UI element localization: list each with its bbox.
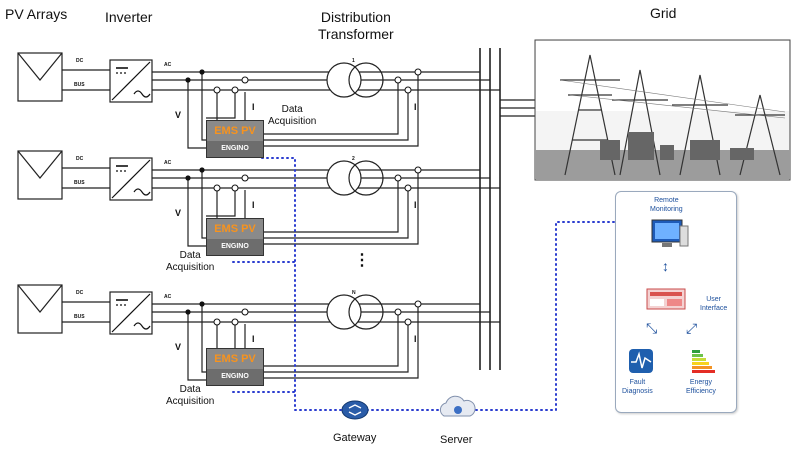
row-1-wiring bbox=[17, 52, 500, 149]
grid-substation-image bbox=[534, 39, 791, 181]
energy-efficiency-label: Energy Efficiency bbox=[686, 379, 716, 395]
up-down-arrow-icon: ↕ bbox=[662, 258, 669, 274]
grid-heading: Grid bbox=[650, 5, 677, 21]
bus-label: BUS bbox=[74, 82, 85, 88]
more-rows-ellipsis: ⋮ bbox=[354, 252, 370, 269]
voltage-label: V bbox=[175, 208, 182, 218]
transformer-number: 1 bbox=[352, 58, 355, 64]
transformer-number: 2 bbox=[352, 156, 355, 162]
current-label: I bbox=[414, 200, 417, 210]
fault-diagnosis-label: Fault Diagnosis bbox=[622, 379, 653, 395]
remote-monitoring-panel: Remote Monitoring ↕ User Interface ⤡ ⤢ F… bbox=[615, 191, 737, 413]
ems-pv-title: EMS PV bbox=[214, 125, 256, 137]
ems-brand: ENGINO bbox=[207, 239, 263, 255]
server-label: Server bbox=[440, 434, 473, 446]
energy-efficiency-icon bbox=[692, 350, 715, 373]
ems-brand: ENGINO bbox=[207, 369, 263, 385]
ems-pv-unit-2: EMS PV ENGINO bbox=[206, 218, 264, 256]
current-label: I bbox=[252, 102, 255, 112]
voltage-label: V bbox=[175, 110, 182, 120]
ems-pv-title: EMS PV bbox=[214, 223, 256, 235]
ac-label: AC bbox=[164, 62, 172, 68]
remote-monitoring-label: Remote Monitoring bbox=[650, 197, 683, 213]
ac-label: AC bbox=[164, 294, 172, 300]
ac-label: AC bbox=[164, 160, 172, 166]
inverter-heading: Inverter bbox=[105, 9, 153, 25]
current-label: I bbox=[414, 334, 417, 344]
current-label: I bbox=[252, 200, 255, 210]
user-interface-screen-icon bbox=[646, 288, 686, 310]
transformer-number: N bbox=[352, 290, 356, 296]
data-acquisition-label: Data Acquisition bbox=[268, 104, 317, 127]
pv-arrays-heading: PV Arrays bbox=[5, 6, 68, 22]
gateway-label: Gateway bbox=[333, 432, 377, 444]
server-cloud-icon bbox=[439, 395, 476, 417]
bus-label: BUS bbox=[74, 314, 85, 320]
voltage-label: V bbox=[175, 342, 182, 352]
current-label: I bbox=[252, 334, 255, 344]
ems-pv-title: EMS PV bbox=[214, 353, 256, 365]
dc-label: DC bbox=[76, 156, 84, 162]
dc-label: DC bbox=[76, 58, 84, 64]
computer-monitor-icon bbox=[651, 219, 689, 247]
diagonal-arrow-right-icon: ⤢ bbox=[686, 320, 698, 336]
ems-pv-unit-3: EMS PV ENGINO bbox=[206, 348, 264, 386]
gateway-router-icon bbox=[341, 400, 369, 420]
diagonal-arrow-left-icon: ⤡ bbox=[646, 320, 658, 336]
dc-label: DC bbox=[76, 290, 84, 296]
data-acquisition-label: Data Acquisition bbox=[166, 250, 215, 273]
bus-label: BUS bbox=[74, 180, 85, 186]
ems-brand: ENGINO bbox=[207, 141, 263, 157]
distribution-transformer-heading: Distribution Transformer bbox=[318, 9, 394, 42]
ems-pv-unit-1: EMS PV ENGINO bbox=[206, 120, 264, 158]
data-acquisition-label: Data Acquisition bbox=[166, 384, 215, 407]
fault-diagnosis-icon bbox=[629, 349, 653, 373]
user-interface-label: User Interface bbox=[700, 296, 728, 312]
current-label: I bbox=[414, 102, 417, 112]
